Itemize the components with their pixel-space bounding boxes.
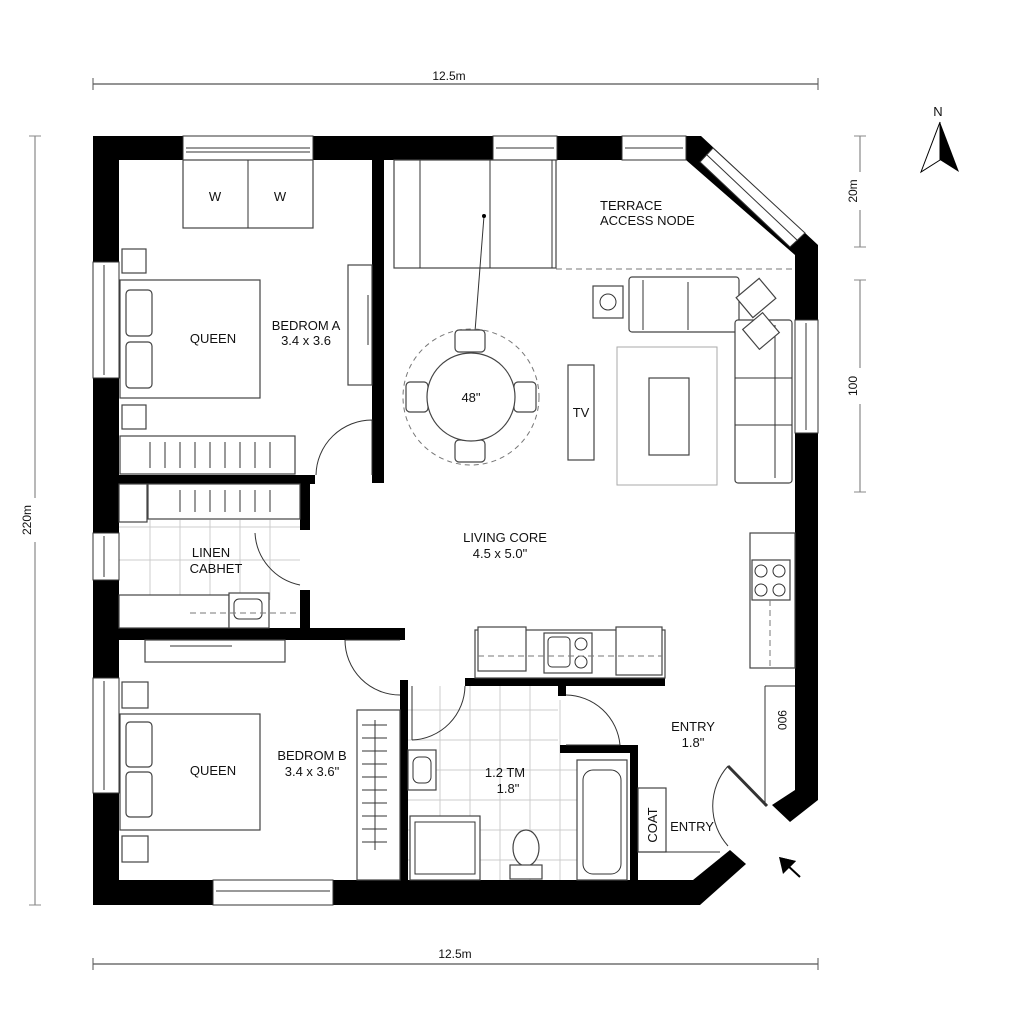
dimension-left-label: 220m [20, 505, 34, 535]
entry-name: ENTRY [671, 719, 715, 734]
tv-label: TV [573, 405, 590, 420]
bedroom-a-bed-label: QUEEN [190, 331, 236, 346]
clock-icon [599, 293, 617, 311]
terrace-access: TERRACE ACCESS NODE [393, 159, 795, 270]
living-furniture: TV [567, 276, 793, 486]
terrace-label-line2: ACCESS NODE [600, 213, 695, 228]
linen-label-line1: LINEN [192, 545, 230, 560]
wardrobe-label-right: W [274, 189, 287, 204]
entry-size: 1.8" [682, 735, 705, 750]
living-size: 4.5 x 5.0" [473, 546, 528, 561]
interior-walls [119, 160, 665, 880]
bedroom-a-size: 3.4 x 3.6 [281, 333, 331, 348]
bathroom: 1.2 TM 1.8" [407, 685, 628, 881]
dining-table: 48" [402, 214, 540, 466]
dimension-right-middle: 100 [844, 279, 866, 493]
coat-label: COAT [645, 807, 660, 842]
dimension-bottom: 12.5m [92, 947, 819, 970]
bedroom-b-bed-label: QUEEN [190, 763, 236, 778]
bedroom-b-name: BEDROM B [277, 748, 346, 763]
wardrobe-label-left: W [209, 189, 222, 204]
dining-table-label: 48" [461, 390, 480, 405]
bath-size: 1.8" [497, 781, 520, 796]
entry: ENTRY 1.8" 900 COAT ENTRY [637, 685, 801, 878]
linen-label-line2: CABHET [190, 561, 243, 576]
dimension-top: 12.5m [92, 69, 819, 90]
compass-label: N [933, 104, 942, 119]
tile-floor [119, 520, 580, 880]
bedroom-a: W W QUEEN BEDROM A 3.4 x 3.6 [119, 159, 373, 476]
kitchen [474, 532, 796, 679]
dimension-right-upper-label: 20m [846, 179, 860, 202]
terrace-label-line1: TERRACE [600, 198, 662, 213]
north-arrow-icon: N [920, 104, 959, 174]
bedroom-a-name: BEDROM A [272, 318, 341, 333]
bedroom-b-size: 3.4 x 3.6" [285, 764, 340, 779]
bedroom-b: QUEEN BEDROM B 3.4 x 3.6" [119, 639, 401, 881]
dimension-top-label: 12.5m [432, 69, 465, 83]
living-name: LIVING CORE [463, 530, 547, 545]
dimension-right-upper: 20m [846, 135, 866, 248]
linen-cabinet: LINEN CABHET [118, 483, 301, 629]
dimension-left: 220m [20, 135, 41, 906]
entrance-arrow-icon [779, 857, 801, 878]
bath-name: 1.2 TM [485, 765, 525, 780]
dimension-bottom-label: 12.5m [438, 947, 471, 961]
windows [92, 135, 819, 906]
entry-side-dimension: 900 [775, 710, 789, 730]
living-core: LIVING CORE 4.5 x 5.0" [463, 530, 547, 561]
entry-door-label: ENTRY [670, 819, 714, 834]
dimension-right-middle-label: 100 [846, 376, 860, 396]
